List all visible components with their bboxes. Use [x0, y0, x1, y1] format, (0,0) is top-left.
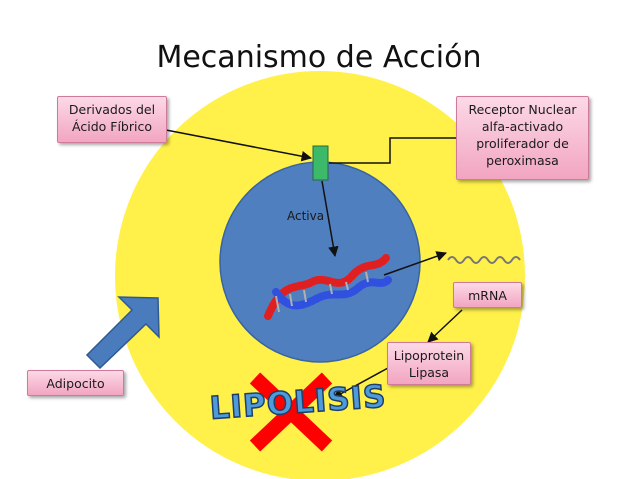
receptor-shape [312, 145, 329, 181]
nucleus [219, 161, 421, 363]
cell-label-box: Adipocito [27, 370, 124, 396]
drug-to-receptor-arrow [165, 129, 313, 162]
adipocyte-arrow [85, 296, 160, 370]
mrna-label-box: mRNA [453, 282, 522, 308]
enzyme-label: Lipoprotein Lipasa [393, 348, 465, 380]
enzyme-to-lipolisis-arrow [332, 367, 389, 399]
cross-mark-icon [249, 372, 333, 452]
receptor-connector [329, 137, 456, 164]
receptor-to-dna-arrow [321, 180, 339, 258]
receptor-label-box: Receptor Nuclear alfa-activado prolifera… [456, 96, 589, 180]
activa-label: Activa [287, 209, 325, 223]
cell-label: Adipocito [46, 376, 105, 391]
mrna-label: mRNA [468, 288, 507, 303]
dna-helix-icon [264, 254, 392, 320]
mrna-to-enzyme-arrow [427, 309, 463, 343]
drug-label: Derivados del Ácido Fíbrico [68, 102, 156, 134]
enzyme-label-box: Lipoprotein Lipasa [387, 342, 471, 385]
receptor-label: Receptor Nuclear alfa-activado prolifera… [468, 102, 577, 168]
page-title: Mecanismo de Acción [156, 40, 482, 75]
dna-to-mrna-arrow [383, 251, 447, 276]
mrna-strand-icon [447, 256, 521, 264]
drug-label-box: Derivados del Ácido Fíbrico [57, 96, 167, 143]
